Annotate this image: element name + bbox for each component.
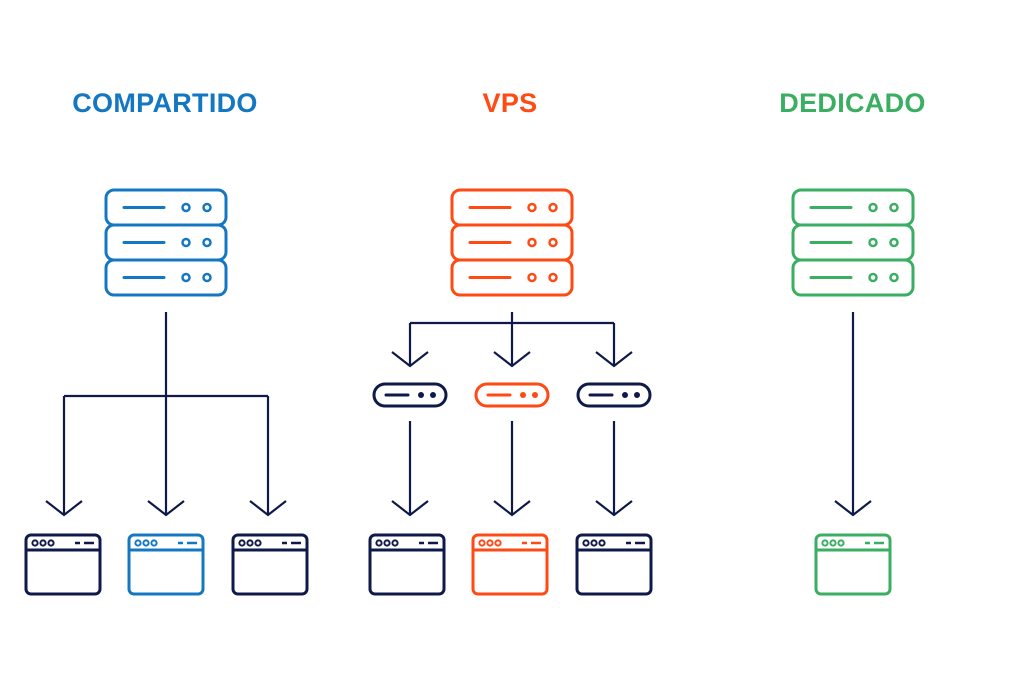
browser-frame (127, 533, 205, 596)
browser-dot (582, 539, 590, 547)
vps-arrow-1-head (391, 351, 429, 368)
vps-site-arrow-2-head (493, 500, 531, 517)
vps-node-2 (474, 382, 550, 408)
vps-site-arrow-1-head (391, 500, 429, 517)
node-led (634, 392, 640, 398)
browser-dot (142, 539, 150, 547)
vps-node-3 (576, 382, 652, 408)
browser-dot (383, 539, 391, 547)
node-led (418, 392, 424, 398)
compartido-arrow-3-head (249, 500, 287, 517)
vps-node-1 (372, 382, 448, 408)
server-led (868, 237, 878, 248)
server-led (181, 237, 191, 248)
server-led (527, 202, 537, 213)
browser-dot (478, 539, 486, 547)
site-compartido-1 (24, 533, 102, 596)
node-led (520, 392, 526, 398)
site-vps-3 (575, 533, 653, 596)
site-vps-1 (368, 533, 446, 596)
server-led (202, 202, 212, 213)
node-body (576, 382, 652, 408)
browser-frame (231, 533, 309, 596)
browser-dot (494, 539, 502, 547)
node-body (372, 382, 448, 408)
server-led (527, 272, 537, 283)
server-led (889, 272, 899, 283)
title-vps: VPS (482, 88, 538, 118)
server-led (548, 237, 558, 248)
site-compartido-3 (231, 533, 309, 596)
server-led (868, 272, 878, 283)
server-unit (104, 258, 228, 297)
browser-frame (814, 533, 892, 596)
compartido-arrow-1-head (45, 500, 83, 517)
server-led (889, 202, 899, 213)
browser-dot (238, 539, 246, 547)
browser-dot (829, 539, 837, 547)
vps-site-arrow-3-head (595, 500, 633, 517)
browser-frame (368, 533, 446, 596)
vps-arrow-3-head (595, 351, 633, 368)
server-led (202, 237, 212, 248)
node-led (430, 392, 436, 398)
browser-dot (375, 539, 383, 547)
browser-frame (575, 533, 653, 596)
server-led (889, 237, 899, 248)
node-led (532, 392, 538, 398)
server-led (181, 202, 191, 213)
server-led (548, 202, 558, 213)
node-body (474, 382, 550, 408)
browser-dot (150, 539, 158, 547)
site-vps-2 (471, 533, 549, 596)
server-led (548, 272, 558, 283)
server-compartido (104, 188, 228, 297)
title-dedicado: DEDICADO (779, 88, 926, 118)
browser-dot (821, 539, 829, 547)
browser-dot (31, 539, 39, 547)
browser-dot (246, 539, 254, 547)
vps-arrow-2-head (493, 351, 531, 368)
dedicado-arrow-head (834, 500, 872, 517)
node-led (622, 392, 628, 398)
server-led (527, 237, 537, 248)
browser-frame (24, 533, 102, 596)
server-dedicado (791, 188, 915, 297)
server-led (181, 272, 191, 283)
server-vps (450, 188, 574, 297)
server-unit (791, 258, 915, 297)
server-unit (450, 258, 574, 297)
browser-dot (486, 539, 494, 547)
server-led (202, 272, 212, 283)
browser-dot (837, 539, 845, 547)
browser-dot (254, 539, 262, 547)
browser-dot (598, 539, 606, 547)
browser-dot (39, 539, 47, 547)
browser-frame (471, 533, 549, 596)
browser-dot (391, 539, 399, 547)
browser-dot (590, 539, 598, 547)
title-compartido: COMPARTIDO (72, 88, 258, 118)
browser-dot (134, 539, 142, 547)
browser-dot (47, 539, 55, 547)
compartido-arrow-2-head (147, 500, 185, 517)
site-compartido-2 (127, 533, 205, 596)
server-led (868, 202, 878, 213)
site-dedicado-1 (814, 533, 892, 596)
